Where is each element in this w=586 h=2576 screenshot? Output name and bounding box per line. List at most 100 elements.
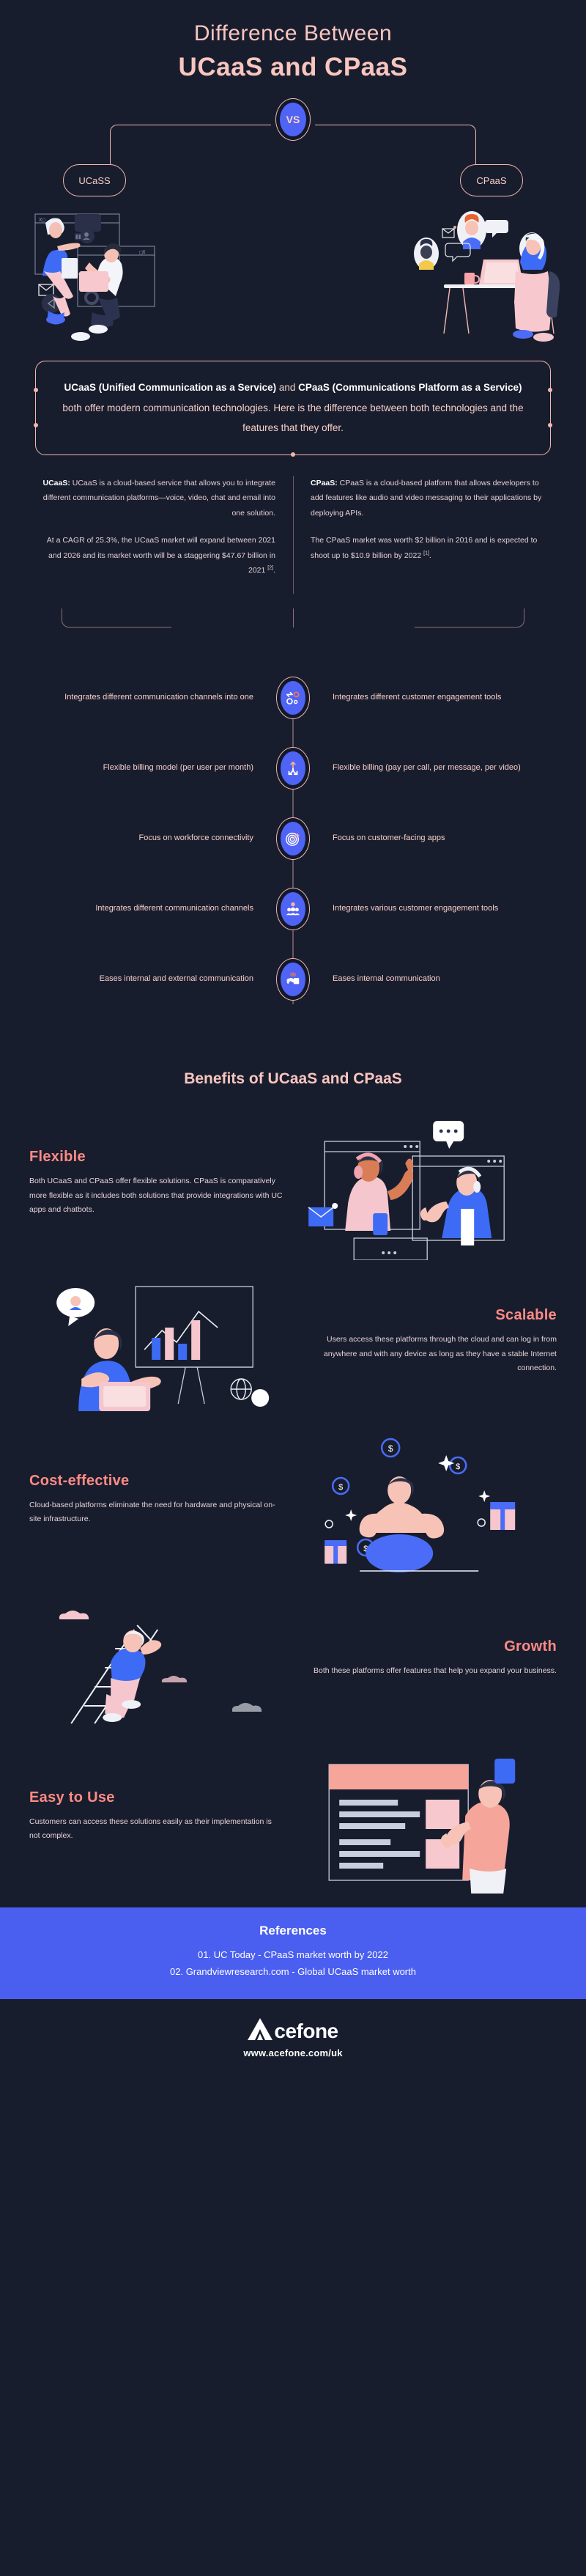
ucaas-stat-paragraph: At a CAGR of 25.3%, the UCaaS market wil… <box>35 533 275 578</box>
feature-left-label: Integrates different communication chann… <box>64 693 253 702</box>
benefit-text-block: Scalable Users access these platforms th… <box>303 1307 557 1375</box>
benefit-body: Both UCaaS and CPaaS offer flexible solu… <box>29 1177 283 1215</box>
feature-badge <box>276 676 310 719</box>
cpaas-stat-end: . <box>429 551 431 560</box>
benefit-heading: Cost-effective <box>29 1472 130 1489</box>
benefit-heading: Scalable <box>495 1307 557 1324</box>
benefit-body: Both these platforms offer features that… <box>314 1666 557 1675</box>
definition-ucaas-term: UCaaS (Unified Communication as a Servic… <box>64 382 277 393</box>
benefit-cost-effective: Cost-effective Cloud-based platforms eli… <box>29 1434 557 1572</box>
web-builder-illustration <box>283 1754 557 1894</box>
references-list: 01. UC Today - CPaaS market worth by 202… <box>0 1947 586 1981</box>
page-header: Difference Between UCaaS and CPaaS <box>0 0 586 84</box>
strong-money-illustration: $ $ $ $ <box>283 1438 557 1572</box>
versus-badge: VS <box>275 98 311 141</box>
ucaas-stat-ref: [2] <box>267 565 274 571</box>
acefone-wordmark: cefone <box>274 2019 338 2042</box>
cpaas-definition-paragraph: CPaaS: CPaaS is a cloud-based platform t… <box>311 476 551 520</box>
cpaas-stat-ref: [1] <box>423 551 429 556</box>
feature-row: Integrates different communication chann… <box>0 663 586 733</box>
cpaas-definition-text: CPaaS is a cloud-based platform that all… <box>311 479 542 518</box>
cpaas-stat-text: The CPaaS market was worth $2 billion in… <box>311 536 538 560</box>
feature-row: Eases internal and external communicatio… <box>0 944 586 1015</box>
benefit-body: Users access these platforms through the… <box>323 1335 557 1373</box>
ucaas-definition-text: UCaaS is a cloud-based service that allo… <box>42 479 275 518</box>
versus-diagram: VS UCaSS CPaaS <box>0 91 586 208</box>
callout-dot <box>548 387 552 392</box>
benefit-growth: Growth Both these platforms offer featur… <box>29 1592 557 1724</box>
footer-website-url[interactable]: www.acefone.com/uk <box>243 2047 343 2059</box>
reference-item[interactable]: 02. Grandviewresearch.com - Global UCaaS… <box>170 1965 416 1977</box>
feature-row: Flexible billing model (per user per mon… <box>0 733 586 803</box>
versus-badge-label: VS <box>280 103 306 136</box>
svg-text:$: $ <box>456 1462 460 1471</box>
benefit-flexible: Flexible Both UCaaS and CPaaS offer flex… <box>29 1117 557 1261</box>
feature-badge <box>276 887 310 930</box>
ucaas-term: UCaaS: <box>42 479 70 488</box>
gears-integration-icon <box>281 680 305 715</box>
comparison-column-ucaas: UCaaS: UCaaS is a cloud-based service th… <box>35 476 293 591</box>
svg-text:$: $ <box>387 1443 393 1454</box>
video-conference-illustration <box>377 208 560 355</box>
split-arrows-icon <box>281 751 305 785</box>
climbing-ladder-illustration <box>29 1596 303 1724</box>
bracket-stem <box>293 608 294 628</box>
feature-row: Focus on workforce connectivity Focus on… <box>0 803 586 874</box>
benefit-heading: Growth <box>504 1638 557 1655</box>
comparison-divider <box>293 476 294 594</box>
benefit-scalable: Scalable Users access these platforms th… <box>29 1276 557 1411</box>
callout-dot <box>34 387 38 392</box>
benefit-text-block: Cost-effective Cloud-based platforms eli… <box>29 1473 283 1527</box>
benefit-heading: Easy to Use <box>29 1789 115 1806</box>
people-group-icon <box>281 891 305 926</box>
feature-timeline: Integrates different communication chann… <box>0 663 586 1022</box>
definition-callout: UCaaS (Unified Communication as a Servic… <box>34 361 552 457</box>
feature-right-label: Focus on customer-facing apps <box>333 833 445 843</box>
target-dart-icon <box>281 821 305 855</box>
feature-right-label: Integrates different customer engagement… <box>333 693 502 702</box>
benefit-text-block: Growth Both these platforms offer featur… <box>303 1638 557 1678</box>
remote-workers-illustration: X□_ _□X <box>26 208 217 355</box>
page-title-line-1: Difference Between <box>193 21 393 45</box>
callout-dot <box>34 422 38 427</box>
svg-text:$: $ <box>363 1545 368 1553</box>
svg-text:_□X: _□X <box>136 249 146 255</box>
svg-text:$: $ <box>338 1483 343 1492</box>
feature-left-label: Flexible billing model (per user per mon… <box>103 763 253 773</box>
definition-tail: both offer modern communication technolo… <box>62 402 524 434</box>
benefit-body: Customers can access these solutions eas… <box>29 1817 272 1841</box>
video-call-illustration <box>283 1120 557 1261</box>
feature-left-label: Integrates different communication chann… <box>95 904 253 913</box>
comparison-column-cpaas: CPaaS: CPaaS is a cloud-based platform t… <box>293 476 551 591</box>
cpaas-stat-paragraph: The CPaaS market was worth $2 billion in… <box>311 533 551 563</box>
cpaas-term: CPaaS: <box>311 479 338 488</box>
ucaas-definition-paragraph: UCaaS: UCaaS is a cloud-based service th… <box>35 476 275 520</box>
feature-left-label: Focus on workforce connectivity <box>138 833 253 843</box>
feature-left-label: Eases internal and external communicatio… <box>99 974 253 984</box>
bracket-right <box>415 608 524 628</box>
feature-right-label: Integrates various customer engagement t… <box>333 904 499 913</box>
footer: cefone www.acefone.com/uk <box>0 1999 586 2058</box>
references-section: References 01. UC Today - CPaaS market w… <box>0 1907 586 2000</box>
pill-ucaas: UCaSS <box>63 164 126 196</box>
benefits-section-title: Benefits of UCaaS and CPaaS <box>184 1070 402 1087</box>
benefit-easy-to-use: Easy to Use Customers can access these s… <box>29 1751 557 1894</box>
reference-item[interactable]: 01. UC Today - CPaaS market worth by 202… <box>198 1948 388 1960</box>
comparison-columns: UCaaS: UCaaS is a cloud-based service th… <box>35 476 551 608</box>
benefit-body: Cloud-based platforms eliminate the need… <box>29 1500 275 1524</box>
ucaas-stat-end: . <box>273 566 275 575</box>
callout-dot <box>291 452 295 457</box>
handshake-icon <box>281 962 305 996</box>
feature-badge <box>276 746 310 790</box>
references-title: References <box>259 1923 327 1937</box>
hero-illustration-row: X□_ _□X <box>0 208 586 355</box>
definition-cpaas-term: CPaaS (Communications Platform as a Serv… <box>298 382 522 393</box>
bracket-left <box>62 608 171 628</box>
ucaas-stat-text: At a CAGR of 25.3%, the UCaaS market wil… <box>46 536 275 575</box>
feature-right-label: Eases internal communication <box>333 974 440 984</box>
feature-right-label: Flexible billing (pay per call, per mess… <box>333 763 521 773</box>
benefit-text-block: Easy to Use Customers can access these s… <box>29 1789 283 1844</box>
pill-cpaas: CPaaS <box>460 164 523 196</box>
presentation-chart-illustration <box>29 1279 303 1411</box>
